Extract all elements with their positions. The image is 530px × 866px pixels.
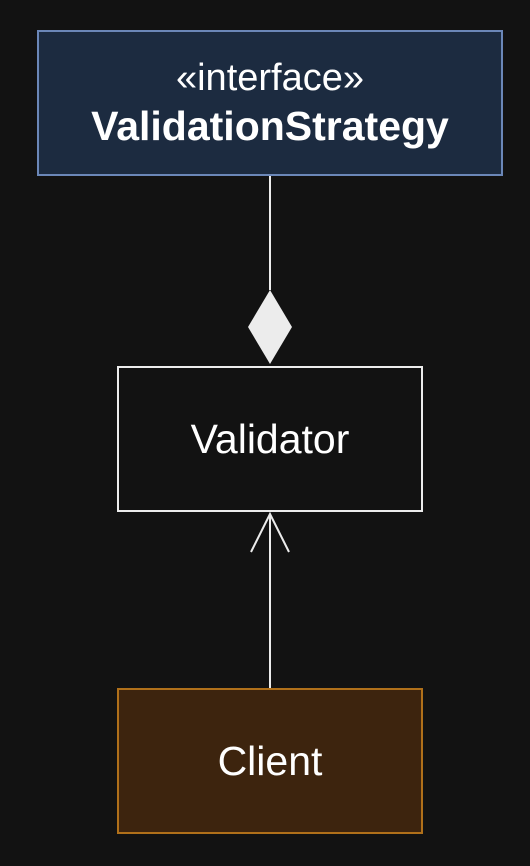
interface-validation-strategy-node[interactable]: «interface» ValidationStrategy	[37, 30, 503, 176]
interface-name: ValidationStrategy	[91, 103, 449, 149]
validator-node[interactable]: Validator	[117, 366, 423, 512]
validator-name: Validator	[190, 416, 350, 462]
composition-diamond-icon	[248, 290, 292, 364]
interface-stereotype: «interface»	[175, 57, 364, 99]
association-arrowhead-icon	[250, 511, 290, 553]
client-name: Client	[217, 738, 323, 784]
client-node[interactable]: Client	[117, 688, 423, 834]
